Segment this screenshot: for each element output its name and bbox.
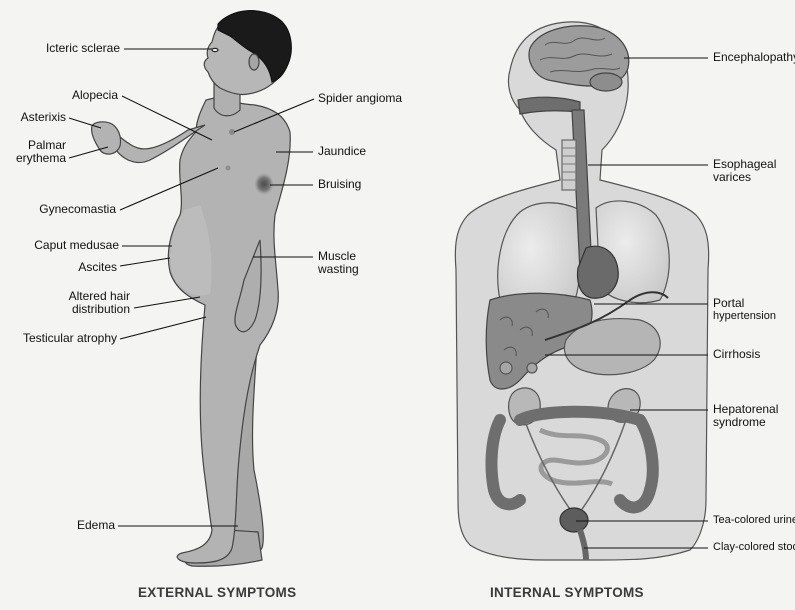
label-testicular-atrophy: Testicular atrophy bbox=[2, 332, 117, 345]
label-caput-medusae: Caput medusae bbox=[2, 239, 119, 252]
caption-external-symptoms: EXTERNAL SYMPTOMS bbox=[138, 585, 296, 600]
caption-internal-symptoms: INTERNAL SYMPTOMS bbox=[490, 585, 644, 600]
label-cirrhosis: Cirrhosis bbox=[713, 348, 760, 361]
label-spider-angioma: Spider angioma bbox=[318, 92, 402, 105]
label-jaundice: Jaundice bbox=[318, 145, 366, 158]
stomach-fundus bbox=[578, 246, 619, 298]
label-clay-colored-stool: Clay-colored stool bbox=[713, 541, 795, 554]
label-altered-hair-line2: distribution bbox=[2, 303, 130, 316]
ear bbox=[249, 54, 259, 70]
label-gynecomastia: Gynecomastia bbox=[2, 203, 116, 216]
label-muscle-wasting-line2: wasting bbox=[318, 263, 359, 276]
cerebellum bbox=[590, 73, 622, 91]
label-tea-colored-urine: Tea-colored urine bbox=[713, 514, 795, 527]
internal-figure bbox=[455, 22, 708, 560]
label-hepatorenal-line2: syndrome bbox=[713, 416, 766, 429]
label-ascites: Ascites bbox=[2, 261, 117, 274]
label-encephalopathy: Encephalopathy bbox=[713, 51, 795, 64]
label-esophageal-varices-line2: varices bbox=[713, 171, 751, 184]
liver-nodule-2 bbox=[527, 363, 537, 373]
label-bruising: Bruising bbox=[318, 178, 361, 191]
eye bbox=[212, 48, 218, 51]
nipple bbox=[226, 166, 231, 171]
label-palmar-erythema-line2: erythema bbox=[2, 152, 66, 165]
label-portal-hypertension-line2: hypertension bbox=[713, 310, 776, 323]
label-portal-hypertension-line1: Portal bbox=[713, 297, 744, 310]
label-alopecia: Alopecia bbox=[2, 89, 118, 102]
bladder bbox=[560, 508, 588, 532]
label-icteric-sclerae: Icteric sclerae bbox=[2, 42, 120, 55]
bruise-mark bbox=[254, 173, 274, 195]
torso bbox=[168, 95, 290, 563]
liver-nodule-1 bbox=[500, 362, 512, 374]
label-asterixis: Asterixis bbox=[2, 111, 66, 124]
label-edema: Edema bbox=[2, 519, 115, 532]
